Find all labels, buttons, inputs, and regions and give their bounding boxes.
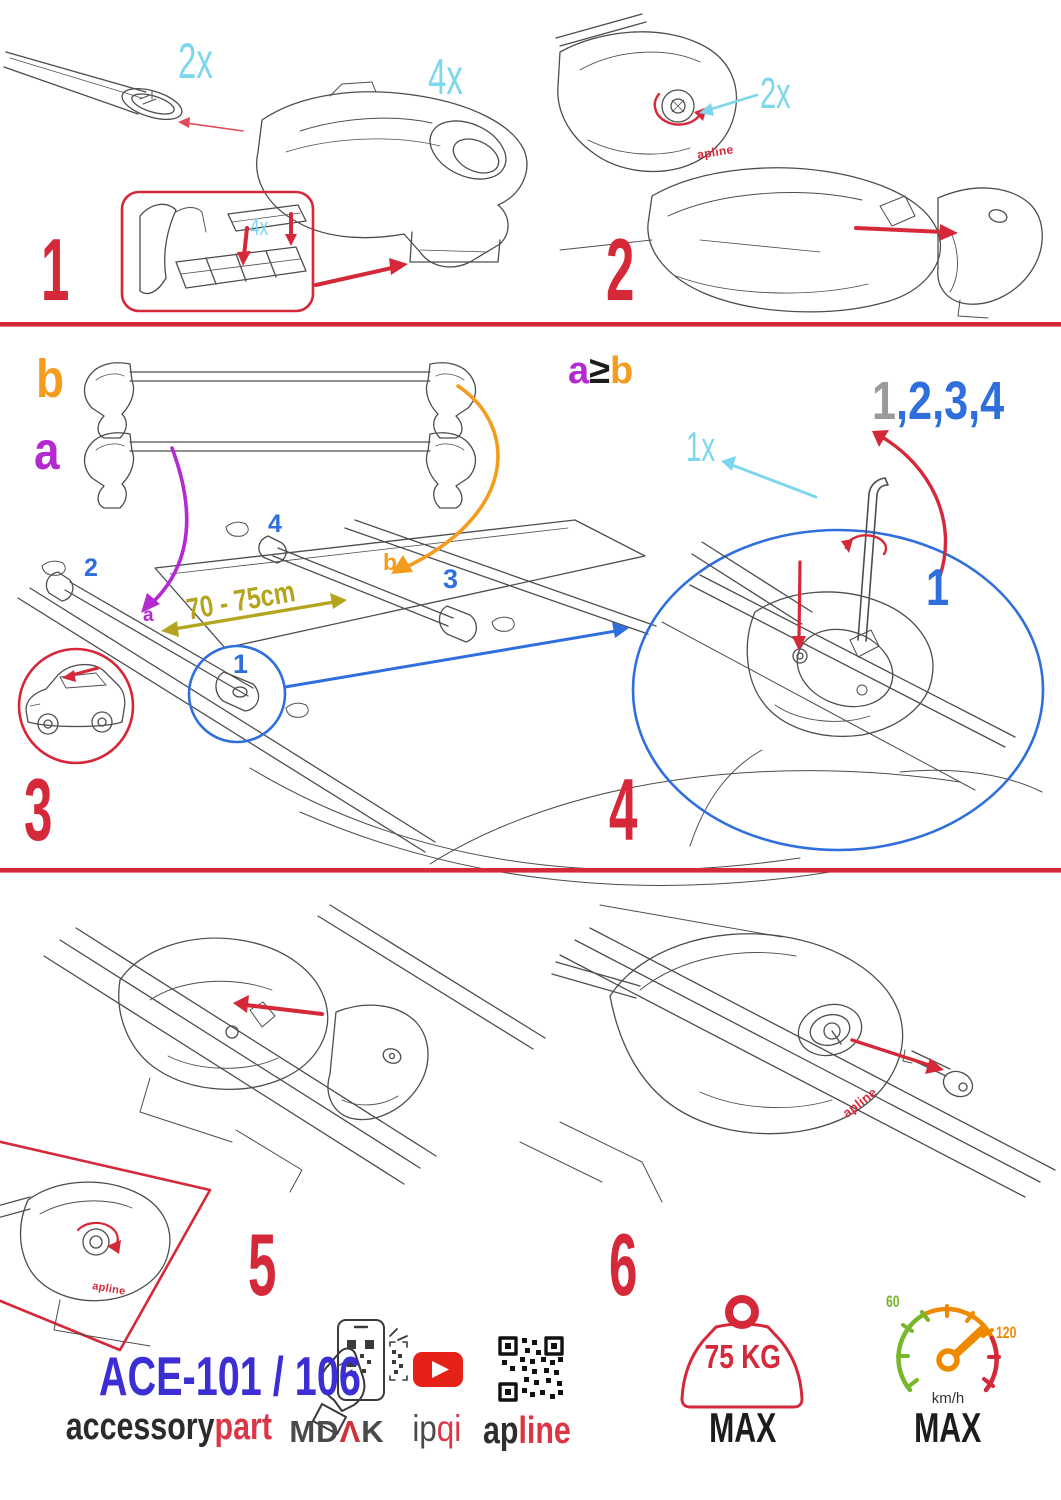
speed-low-tick: 60	[886, 1292, 900, 1311]
step4-position-1: 1	[926, 559, 950, 617]
step5-number: 5	[247, 1215, 276, 1314]
max-weight-icon	[680, 1295, 804, 1409]
step1-foot-quantity: 4x	[428, 49, 463, 105]
speedometer-icon	[896, 1304, 1001, 1393]
step3-annotation-arrows	[141, 384, 629, 744]
max-weight-label: MAX	[708, 1404, 777, 1451]
step4-magnifier-drawing	[631, 477, 1045, 852]
step5-drawing	[43, 904, 546, 1193]
step1-foot-drawing	[256, 81, 528, 268]
speed-unit-label: km/h	[931, 1390, 965, 1407]
step3-number: 3	[23, 760, 52, 859]
step3-bar-a-drawing	[83, 432, 477, 509]
step3-bar-b-label: b	[36, 349, 65, 409]
mdak-logo: MDΛK	[289, 1414, 385, 1449]
section-divider-top	[0, 322, 1061, 327]
step5-result-inset	[0, 1140, 212, 1352]
step2-endcap-drawing	[937, 187, 1043, 319]
step2-assembly-arrow	[699, 93, 958, 241]
accessorypart-logo: accessorypart	[65, 1406, 272, 1448]
step1-crossbar-drawing	[3, 51, 183, 121]
step4-annotation-arrows	[721, 430, 948, 651]
step6-drawing	[519, 904, 1056, 1203]
step2-number: 2	[605, 220, 634, 319]
step4-condition-label: a≥b	[568, 350, 634, 392]
step3-position-2: 2	[84, 554, 98, 582]
step1-detail-inset	[120, 190, 315, 313]
step1-bar-quantity: 2x	[178, 33, 213, 89]
step3-position-b: b	[383, 549, 398, 575]
youtube-icon	[413, 1352, 463, 1387]
step3-position-4: 4	[268, 510, 282, 538]
step1-number: 1	[40, 220, 69, 319]
step1-assembly-arrow	[178, 117, 408, 287]
step3-bar-b-drawing	[83, 362, 477, 439]
step4-number: 4	[608, 760, 637, 859]
step1-pad-quantity: 4x	[250, 214, 269, 241]
step2-lower-foot-drawing	[559, 167, 942, 313]
step3-position-1: 1	[233, 649, 249, 679]
ipqi-logo: ipqi	[412, 1408, 462, 1449]
step3-position-a: a	[143, 605, 154, 626]
step6-number: 6	[608, 1215, 637, 1314]
section-divider-bottom	[0, 868, 1061, 873]
step4-key-quantity: 1x	[686, 423, 716, 470]
qr-scan-phone-icon	[312, 1319, 408, 1435]
step4-sequence-label: 1,2,3,4	[872, 371, 1005, 431]
product-model: ACE-101 / 106	[98, 1345, 361, 1407]
step3-bar-a-label: a	[34, 421, 60, 481]
speed-high-tick: 120	[996, 1323, 1017, 1342]
step3-position-3: 3	[443, 564, 459, 594]
step3-roof-drawing	[17, 519, 1043, 886]
max-speed-label: MAX	[913, 1404, 982, 1451]
qr-code-icon	[498, 1336, 564, 1402]
max-weight-value: 75 KG	[704, 1338, 781, 1375]
step2-knob-quantity: 2x	[760, 69, 791, 118]
step3-car-inset	[17, 647, 135, 765]
apline-logo: apline	[483, 1410, 571, 1452]
